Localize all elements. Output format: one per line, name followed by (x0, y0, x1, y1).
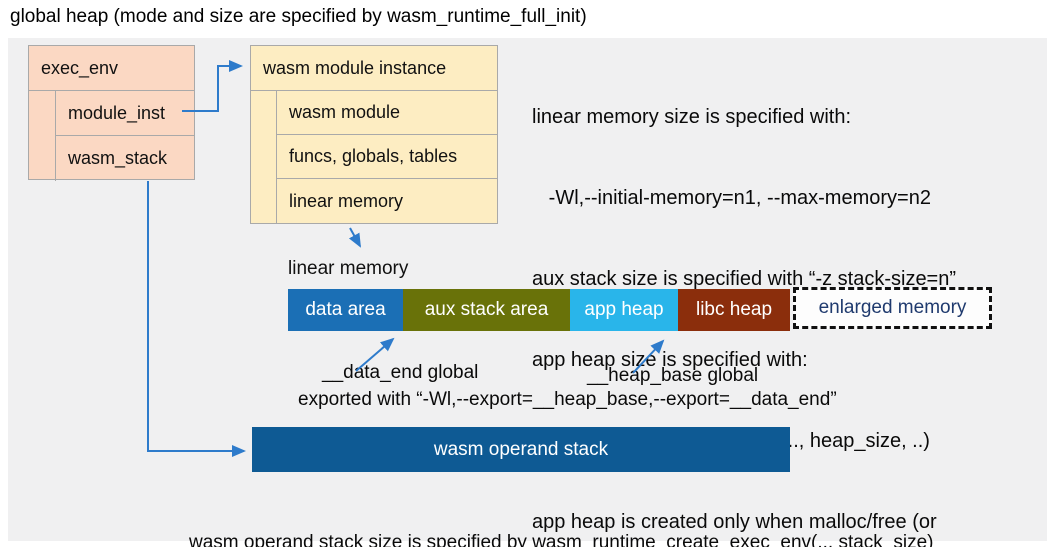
segment-data-area: data area (288, 289, 403, 331)
note-line: -Wl,--initial-memory=n1, --max-memory=n2 (532, 187, 931, 209)
heap-base-global-label: __heap_base global (587, 365, 759, 386)
note-line: app heap size is specified with: (532, 349, 808, 371)
row-linear-memory: linear memory (289, 190, 404, 211)
note-line: aux stack size is specified with “-z sta… (532, 268, 957, 290)
exec-env-box: exec_env module_inst wasm_stack (28, 45, 195, 181)
exec-env-row-module-inst: module_inst (56, 91, 194, 136)
note-line: app heap is created only when malloc/fre… (532, 511, 937, 533)
wasm-module-instance-rows: wasm module funcs, globals, tables linea… (276, 91, 497, 223)
operand-stack-note: wasm operand stack size is specified by … (189, 483, 934, 547)
segment-app-heap: app heap (570, 289, 678, 331)
note-line: linear memory size is specified with: (532, 106, 851, 128)
row-funcs-globals-tables: funcs, globals, tables (277, 135, 497, 179)
diagram-title: global heap (mode and size are specified… (10, 6, 587, 27)
wasm-module-instance-box: wasm module instance wasm module funcs, … (250, 45, 498, 224)
exec-env-rows: module_inst wasm_stack (55, 91, 194, 181)
exported-with-label: exported with “-Wl,--export=__heap_base,… (298, 389, 837, 410)
linear-memory-label: linear memory (288, 258, 409, 279)
row-wasm-module: wasm module (277, 91, 497, 135)
segment-enlarged-memory: enlarged memory (793, 287, 992, 329)
wasm-operand-stack-bar: wasm operand stack (252, 427, 790, 472)
exec-env-header: exec_env (29, 46, 194, 91)
exec-env-row-wasm-stack: wasm_stack (68, 148, 168, 168)
segment-aux-stack-area: aux stack area (403, 289, 570, 331)
segment-libc-heap: libc heap (678, 289, 790, 331)
wasm-module-instance-header: wasm module instance (251, 46, 497, 91)
operand-stack-note-line1: wasm operand stack size is specified by … (189, 532, 934, 547)
data-end-global-label: __data_end global (322, 362, 479, 383)
linear-memory-bar: data area aux stack area app heap libc h… (288, 289, 790, 331)
